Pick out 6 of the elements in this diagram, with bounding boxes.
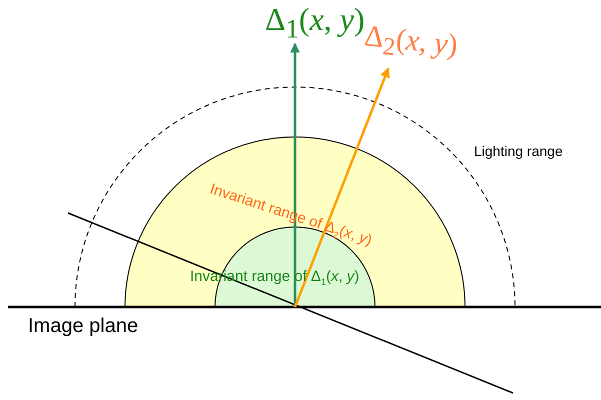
function-label: Δ$_{1}$(x, y) <box>265 2 365 44</box>
function-label: Δ$_{2}$(x, y) <box>362 19 460 68</box>
plane-label: Image plane <box>28 314 138 338</box>
arrow <box>294 67 390 308</box>
range-label: Lighting range <box>474 143 563 160</box>
arrow <box>290 42 300 307</box>
